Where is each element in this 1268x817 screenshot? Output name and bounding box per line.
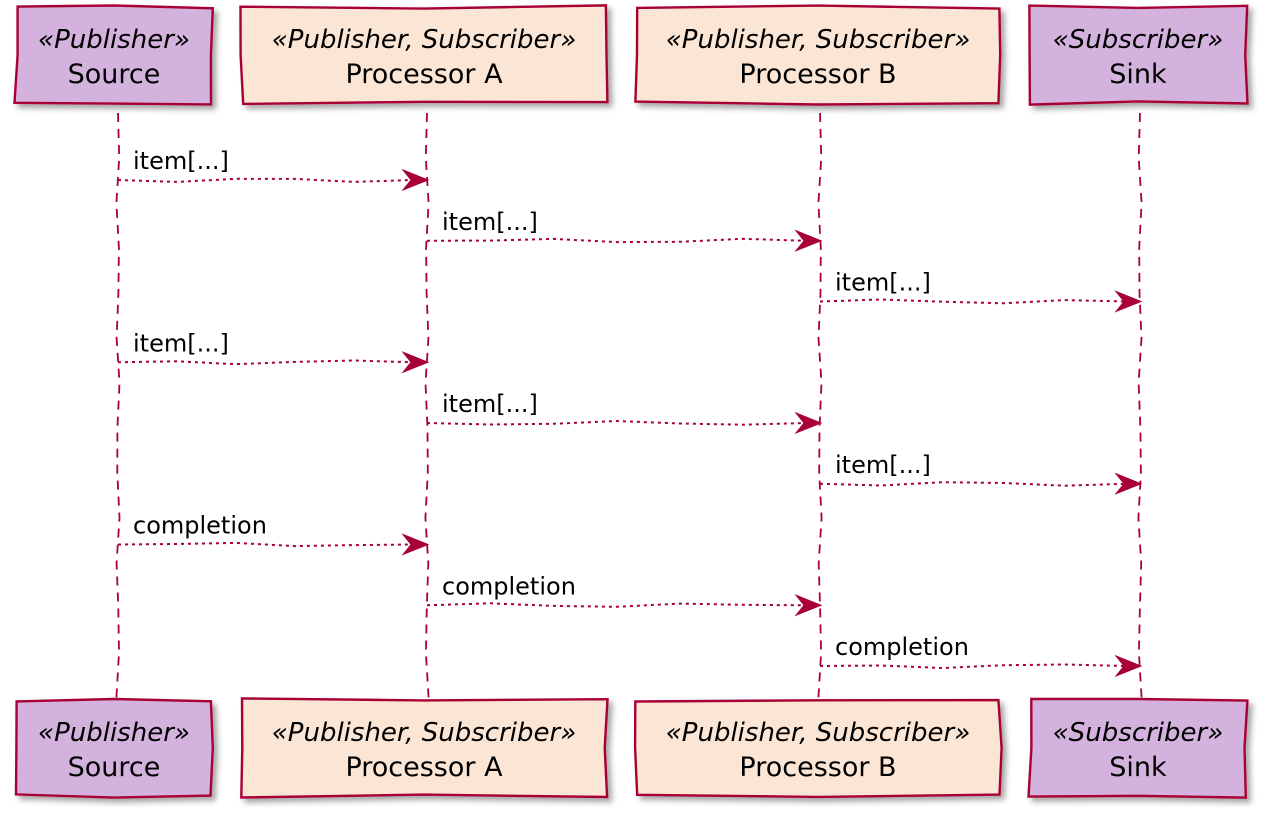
participant-name: Source: [68, 752, 161, 783]
arrowhead-icon: [794, 411, 823, 435]
message-line: [426, 602, 807, 608]
participant-box: [240, 697, 609, 799]
message-label: item[...]: [442, 390, 538, 418]
participant-box: [14, 697, 215, 799]
lifeline-source: [115, 112, 121, 699]
message-label: item[...]: [835, 269, 931, 297]
participant-sink-bottom: «Subscriber» Sink: [1027, 697, 1249, 799]
arrowhead-icon: [1114, 472, 1143, 495]
participant-sink-top: «Subscriber» Sink: [1028, 4, 1249, 106]
participant-stereotype: «Publisher, Subscriber»: [272, 718, 576, 748]
message-line: [819, 298, 1127, 305]
participant-name: Processor B: [739, 59, 896, 90]
participant-stereotype: «Subscriber»: [1053, 25, 1224, 55]
participant-processor-b-bottom: «Publisher, Subscriber» Processor B: [633, 698, 1003, 799]
participant-stereotype: «Publisher, Subscriber»: [666, 25, 970, 55]
arrowhead-icon: [1114, 290, 1143, 313]
message-4: item[...]: [117, 329, 430, 374]
participant-processor-a-top: «Publisher, Subscriber» Processor A: [239, 4, 609, 106]
arrowhead-icon: [794, 229, 823, 252]
participant-stereotype: «Publisher, Subscriber»: [272, 25, 576, 55]
participant-boxes: «Publisher» Source «Publisher, Subscriber»…: [13, 4, 1249, 799]
arrowhead-icon: [401, 168, 430, 192]
message-line: [117, 177, 414, 183]
lifeline-sink: [1137, 112, 1143, 699]
message-line: [819, 481, 1127, 487]
message-1: item[...]: [117, 147, 430, 192]
participant-box: [633, 698, 1003, 799]
message-line: [117, 541, 414, 548]
message-label: completion: [133, 512, 267, 540]
message-2: item[...]: [426, 208, 823, 252]
participant-name: Source: [68, 59, 161, 90]
participant-box: [634, 4, 1002, 106]
participant-source-top: «Publisher» Source: [13, 4, 215, 106]
arrowhead-icon: [1114, 654, 1143, 678]
arrowhead-icon: [794, 594, 823, 617]
message-line: [117, 359, 414, 366]
arrowhead-icon: [401, 533, 430, 556]
participant-stereotype: «Publisher»: [38, 25, 190, 55]
message-label: item[...]: [835, 451, 931, 479]
lifelines: [115, 112, 1143, 699]
message-7: completion: [117, 512, 430, 556]
message-line: [819, 663, 1127, 670]
participant-name: Processor B: [739, 752, 896, 783]
participant-name: Processor A: [345, 59, 503, 90]
message-5: item[...]: [426, 390, 823, 435]
participant-name: Sink: [1109, 752, 1167, 783]
participant-processor-b-top: «Publisher, Subscriber» Processor B: [634, 4, 1002, 106]
participant-name: Processor A: [345, 752, 503, 783]
message-3: item[...]: [819, 269, 1143, 313]
participant-box: [1027, 697, 1249, 799]
arrowhead-icon: [401, 351, 430, 374]
message-label: item[...]: [442, 208, 538, 236]
participant-box: [13, 4, 215, 106]
participant-box: [1028, 4, 1249, 106]
participant-stereotype: «Publisher, Subscriber»: [666, 718, 970, 748]
participant-processor-a-bottom: «Publisher, Subscriber» Processor A: [240, 697, 609, 799]
participant-name: Sink: [1109, 59, 1167, 90]
lifeline-processor-a: [424, 112, 430, 699]
participant-stereotype: «Subscriber»: [1053, 718, 1224, 748]
message-6: item[...]: [819, 451, 1143, 495]
message-label: item[...]: [133, 329, 229, 357]
message-label: completion: [835, 633, 969, 661]
participant-source-bottom: «Publisher» Source: [14, 697, 215, 799]
lifeline-processor-b: [817, 112, 823, 699]
message-line: [426, 237, 807, 244]
message-8: completion: [426, 572, 823, 617]
message-label: completion: [442, 572, 576, 600]
message-9: completion: [819, 633, 1143, 678]
message-label: item[...]: [133, 147, 229, 175]
participant-box: [239, 4, 609, 106]
message-line: [426, 419, 807, 426]
participant-stereotype: «Publisher»: [38, 718, 190, 748]
messages: item[...] item[...] item[...] item[...] item…: [117, 147, 1143, 678]
